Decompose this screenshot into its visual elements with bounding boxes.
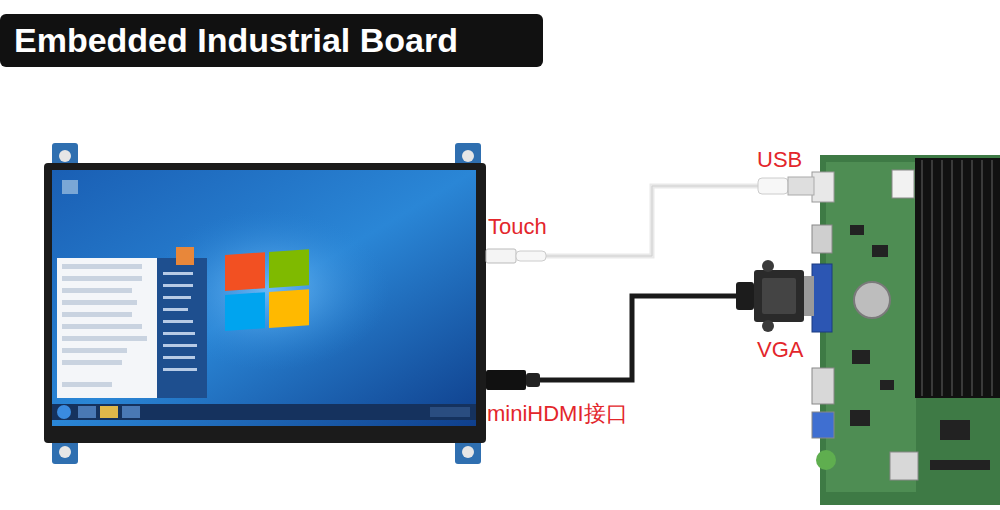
usb-cable <box>486 177 814 263</box>
port-label: USB <box>757 148 802 172</box>
title-text: Embedded Industrial Board <box>0 14 543 60</box>
port-label: miniHDMI接口 <box>487 402 628 426</box>
monitor <box>44 143 486 464</box>
hdmi-vga-cable <box>486 260 814 390</box>
port-label: Touch <box>488 215 547 239</box>
title-banner: Embedded Industrial Board <box>0 14 543 67</box>
port-label: VGA <box>757 338 803 362</box>
industrial-board <box>812 155 1000 505</box>
